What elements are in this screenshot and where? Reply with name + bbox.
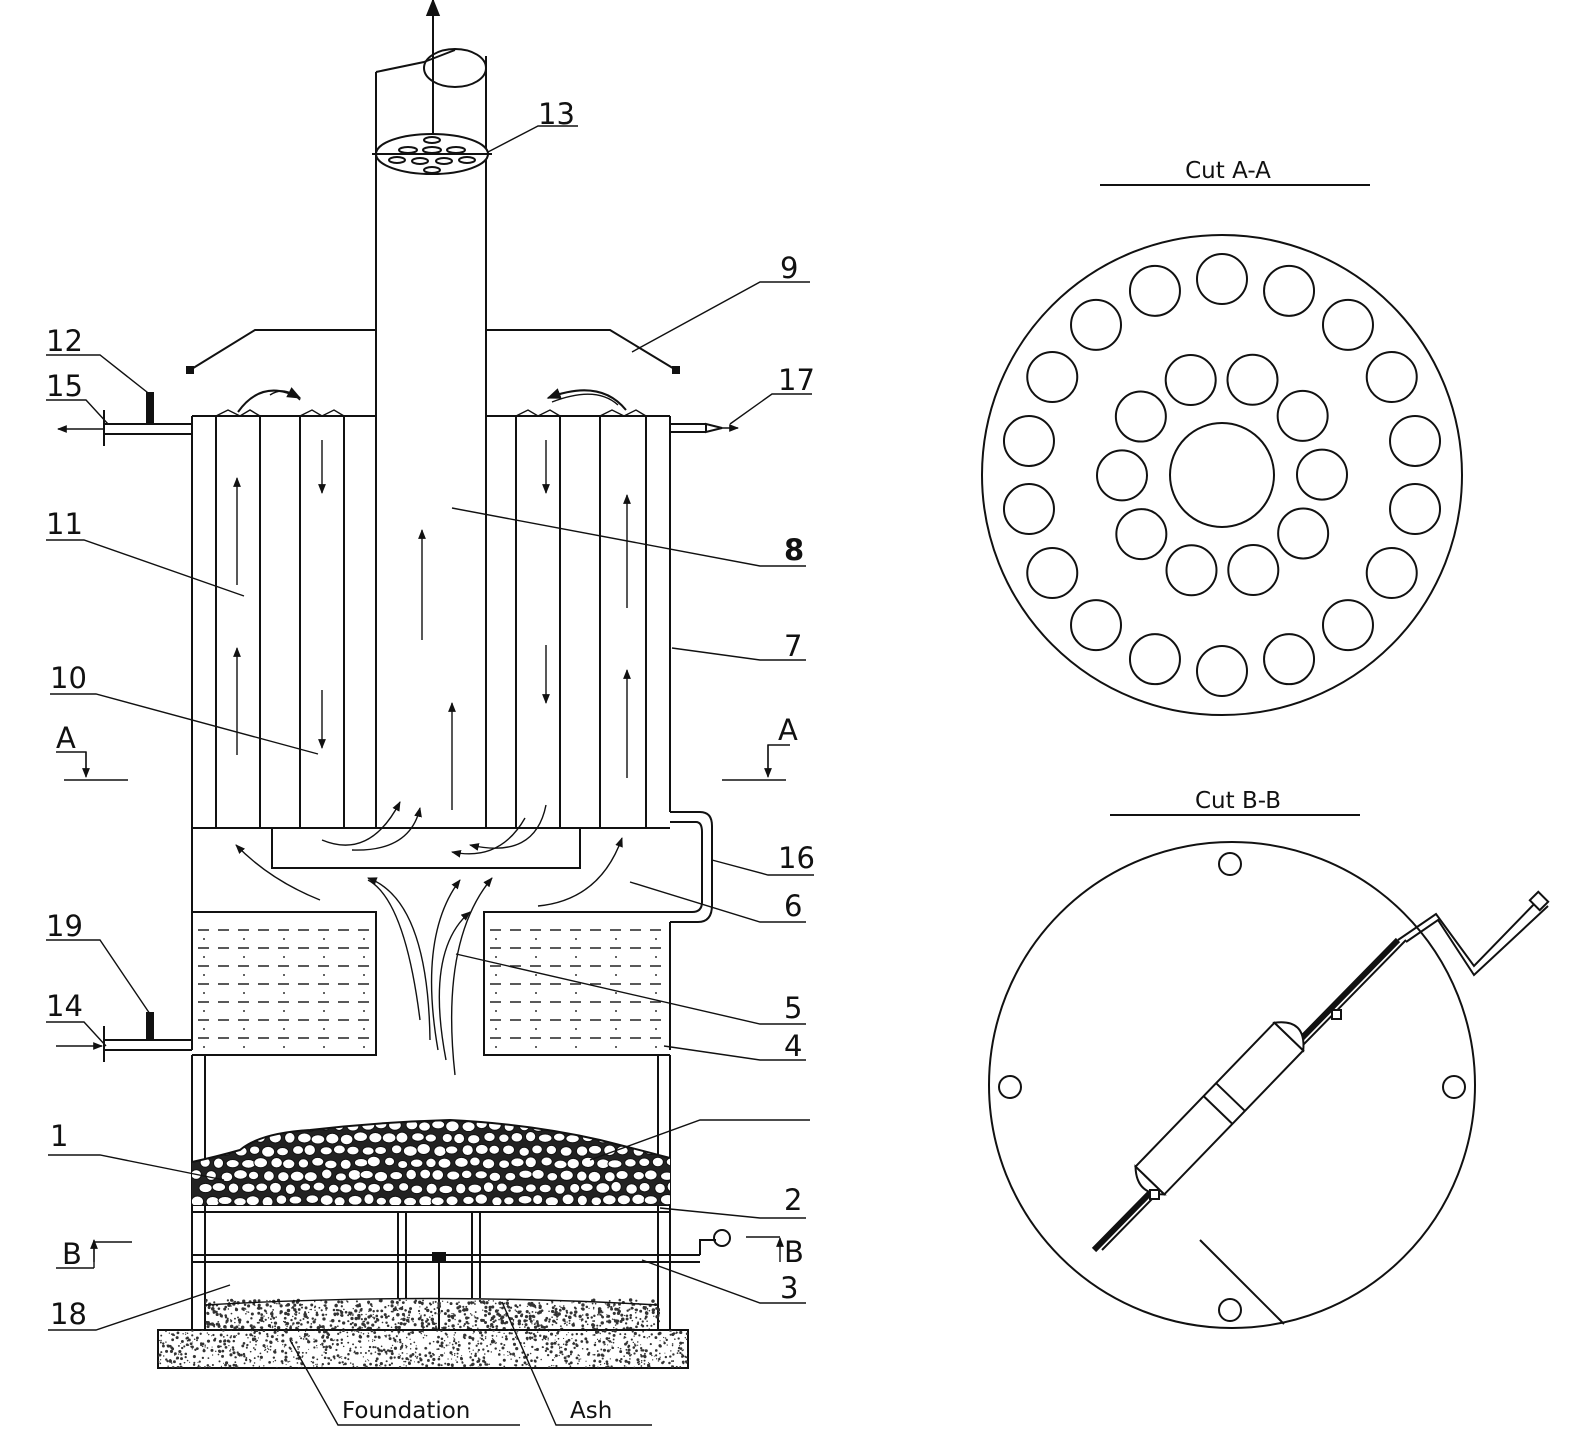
label-18: 18: [50, 1297, 87, 1331]
tube-hole: [1227, 543, 1280, 596]
spark-arrester-plate: [372, 133, 492, 175]
tube-hole: [1002, 483, 1055, 536]
tube-hole: [1096, 449, 1149, 502]
tube-hole: [1295, 448, 1348, 501]
label-15: 15: [46, 369, 83, 403]
label-10: 10: [50, 661, 87, 695]
shaker-handle: [1091, 890, 1550, 1325]
part-labels: 13 9 12 15 17 11 8 7 10 A A 16 6 19 5 14…: [46, 97, 815, 1424]
section-markers: [56, 744, 790, 1269]
tube-hole: [1164, 354, 1217, 407]
label-section-a-right: A: [778, 713, 798, 747]
tube-hole: [1070, 599, 1123, 652]
label-foundation: Foundation: [342, 1398, 470, 1424]
tube-hole: [1321, 298, 1374, 351]
label-5: 5: [784, 991, 802, 1025]
chimney-pipe: [375, 0, 487, 828]
label-4: 4: [784, 1029, 802, 1063]
label-17: 17: [778, 363, 815, 397]
cut-a-chimney-hole: [1169, 422, 1275, 528]
cut-b-plate: [988, 841, 1476, 1329]
tube-hole: [1115, 508, 1168, 561]
gas-chamber: [192, 801, 713, 1076]
upper-casing: [186, 329, 680, 1050]
heat-exchanger-tubes: [215, 387, 647, 828]
label-3: 3: [780, 1271, 798, 1305]
tube-hole: [1026, 351, 1079, 403]
label-section-b-left: B: [62, 1237, 82, 1271]
water-jacket: [198, 929, 664, 1048]
cut-b-bolt-hole: [1218, 1298, 1242, 1322]
tube-hole: [1196, 253, 1248, 305]
tube-hole: [1277, 507, 1330, 560]
tube-hole: [1226, 353, 1279, 406]
label-13: 13: [538, 97, 575, 131]
tube-hole: [1389, 483, 1442, 536]
cut-b-title: Cut B-B: [1195, 788, 1281, 814]
tube-hole: [1276, 389, 1329, 442]
tube-hole: [1070, 298, 1123, 351]
label-section-a-left: A: [56, 721, 76, 755]
tube-hole: [1365, 547, 1418, 599]
label-1: 1: [50, 1119, 68, 1153]
label-14: 14: [46, 989, 83, 1023]
stove-elevation: 13 9 12 15 17 11 8 7 10 A A 16 6 19 5 14…: [46, 0, 815, 1426]
tube-hole: [1114, 390, 1167, 443]
tube-hole: [1321, 599, 1374, 652]
tube-hole: [1389, 414, 1442, 467]
cut-b-b-view: Cut B-B: [988, 788, 1550, 1329]
label-6: 6: [784, 889, 802, 923]
label-8: 8: [784, 533, 804, 567]
label-2: 2: [784, 1183, 802, 1217]
label-ash: Ash: [570, 1398, 612, 1424]
label-16: 16: [778, 841, 815, 875]
cut-a-tube-holes: [1002, 253, 1442, 697]
cut-b-bolt-hole: [1218, 852, 1242, 876]
tube-hole: [1365, 351, 1418, 403]
tube-hole: [1165, 544, 1218, 597]
cut-a-title: Cut A-A: [1185, 158, 1271, 184]
label-7: 7: [784, 629, 802, 663]
label-9: 9: [780, 251, 798, 285]
label-section-b-right: B: [784, 1235, 804, 1269]
cut-b-bolt-hole: [1442, 1075, 1466, 1099]
tube-hole: [1026, 547, 1079, 599]
firebox: [157, 1055, 731, 1369]
cut-b-bolt-hole: [998, 1075, 1022, 1099]
tube-hole: [1128, 264, 1181, 317]
tube-hole: [1263, 264, 1316, 317]
tube-hole: [1002, 414, 1055, 467]
tube-hole: [1128, 633, 1181, 686]
cut-a-plate: [981, 234, 1463, 716]
label-19: 19: [46, 909, 83, 943]
tube-hole: [1196, 645, 1248, 697]
pipe-fittings: [56, 392, 739, 1062]
cut-a-a-view: Cut A-A: [981, 158, 1463, 716]
tube-hole: [1263, 633, 1316, 686]
label-11: 11: [46, 507, 83, 541]
leader-lines: [46, 125, 814, 1426]
label-12: 12: [46, 324, 83, 358]
